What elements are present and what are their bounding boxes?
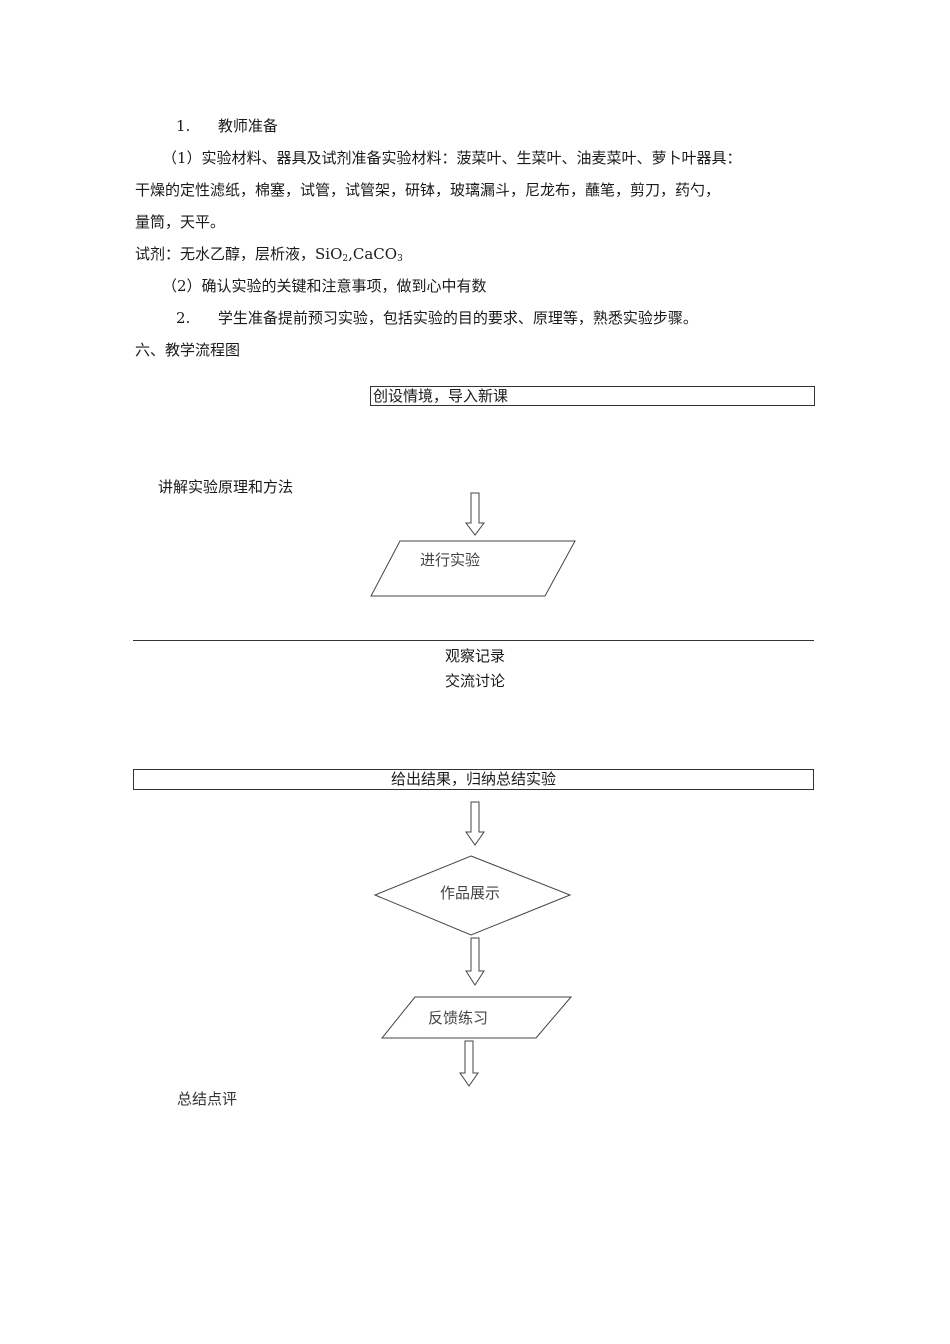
flow-step-feedback-label: 反馈练习 <box>428 1009 489 1027</box>
divider-line <box>133 640 814 641</box>
flow-step-feedback-shape <box>380 996 573 1039</box>
reagents-line: 试剂：无水乙醇，层析液，SiO2,CaCO3 <box>135 244 403 269</box>
flow-step-experiment-label: 进行实验 <box>420 551 481 569</box>
flow-step-observe-label: 观察记录 <box>444 647 505 665</box>
item2-line: 2. 学生准备提前预习实验，包括实验的目的要求、原理等，熟悉实验步骤。 <box>176 308 698 328</box>
flow-step-showcase-label: 作品展示 <box>440 884 501 902</box>
item1-title: 教师准备 <box>217 117 278 135</box>
item1-heading: 1. 教师准备 <box>176 116 278 136</box>
reagents-text: 试剂：无水乙醇，层析液，SiO <box>135 245 343 263</box>
subscript: 3 <box>397 254 403 264</box>
flow-step-showcase-shape <box>373 855 572 936</box>
flow-step-discuss-label: 交流讨论 <box>444 672 505 690</box>
materials-line-3: 量筒，天平。 <box>135 213 226 231</box>
item2-text: 学生准备提前预习实验，包括实验的目的要求、原理等，熟悉实验步骤。 <box>217 309 698 327</box>
flow-step-intro-label: 创设情境，导入新课 <box>373 387 509 405</box>
subscript: 2 <box>342 254 349 264</box>
down-arrow-icon <box>465 492 485 536</box>
item2-number: 2. <box>176 309 191 327</box>
flow-step-experiment-shape <box>370 540 576 597</box>
section6-heading: 六、教学流程图 <box>135 341 241 359</box>
item1-number: 1. <box>176 117 191 135</box>
flow-step-review-label: 总结点评 <box>177 1090 238 1108</box>
down-arrow-icon <box>465 801 485 846</box>
flow-step-results-box: 给出结果，归纳总结实验 <box>133 769 814 790</box>
reagents-text: ,CaCO <box>348 245 398 263</box>
down-arrow-icon <box>459 1040 479 1087</box>
materials-line-1: （1）实验材料、器具及试剂准备实验材料：菠菜叶、生菜叶、油麦菜叶、萝卜叶器具： <box>162 149 742 167</box>
key-points-line: （2）确认实验的关键和注意事项，做到心中有数 <box>162 277 487 295</box>
flow-step-explain-label: 讲解实验原理和方法 <box>158 478 294 496</box>
materials-line-2: 干燥的定性滤纸，棉塞，试管，试管架，研钵，玻璃漏斗，尼龙布，蘸笔，剪刀，药勺， <box>135 181 721 199</box>
flow-step-results-label: 给出结果，归纳总结实验 <box>390 770 556 788</box>
flow-step-intro-box: 创设情境，导入新课 <box>370 386 815 406</box>
down-arrow-icon <box>465 937 485 986</box>
